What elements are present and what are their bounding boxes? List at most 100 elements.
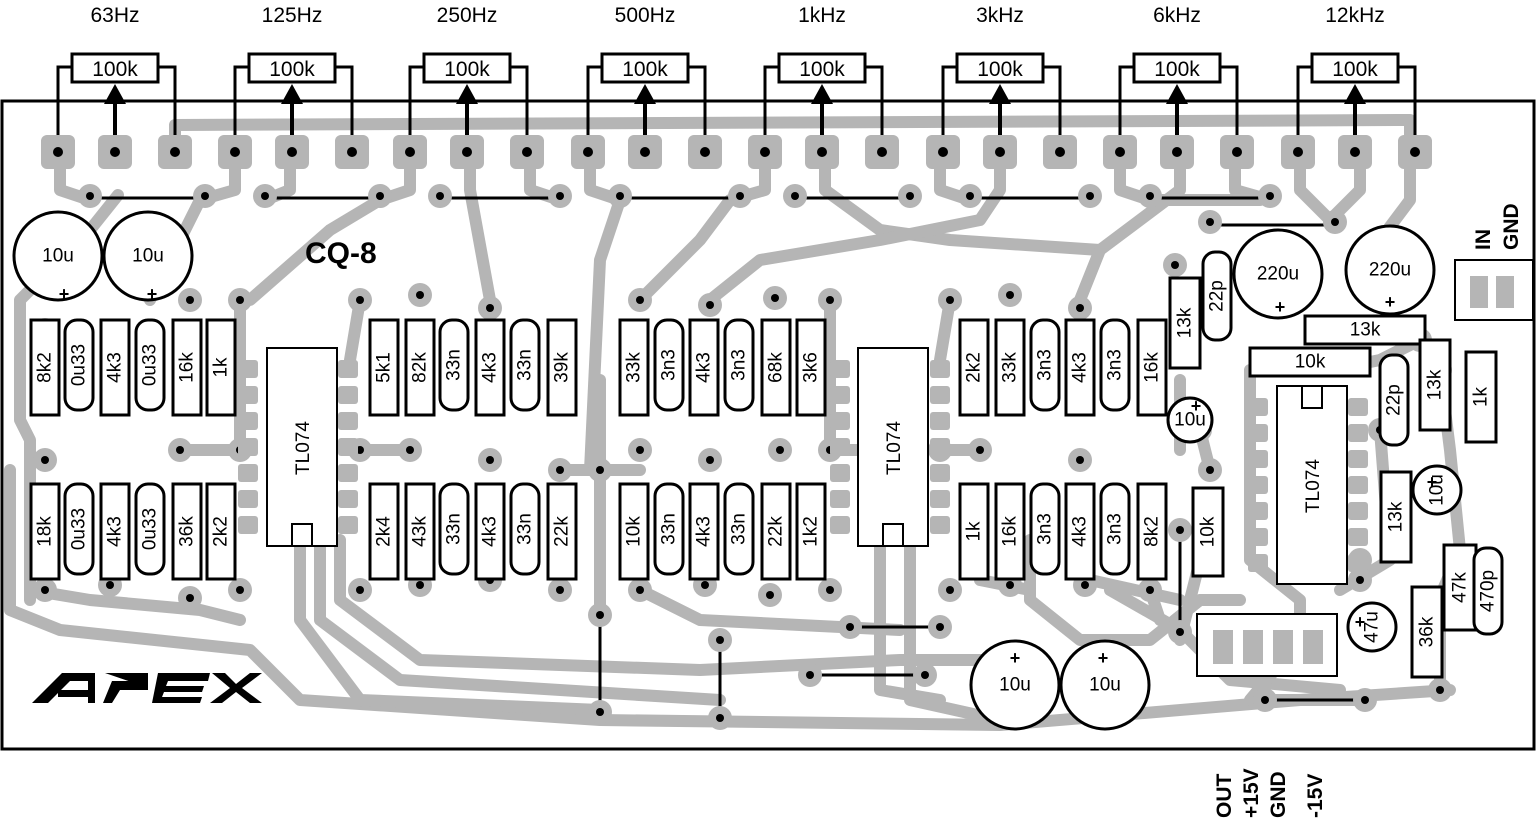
ic-left-label: TL074 bbox=[293, 421, 314, 475]
component-bottom_row_2-3: 4k3 bbox=[474, 482, 506, 581]
ic-pin-pad bbox=[238, 490, 258, 508]
c-22p-a: 22p bbox=[1201, 250, 1233, 342]
component-bottom_row_4-1: 16k bbox=[994, 482, 1026, 581]
pot-value: 100k bbox=[977, 58, 1023, 81]
component-top_row_2-0: 5k1 bbox=[368, 318, 400, 417]
component-bottom_row_1-3-label: 0u33 bbox=[140, 508, 161, 550]
ic-pin-pad bbox=[338, 490, 358, 508]
ic-pin-pad bbox=[930, 412, 950, 430]
r-10k-a-label: 10k bbox=[1295, 352, 1326, 373]
r-36k: 36k bbox=[1410, 585, 1444, 679]
component-bottom_row_1-1: 0u33 bbox=[63, 482, 95, 576]
ic-pin-pad bbox=[1348, 502, 1368, 520]
band-label: 6kHz bbox=[1153, 4, 1201, 27]
r-13k-d-label: 13k bbox=[1386, 501, 1407, 532]
power-connector: OUT +15V GND -15V bbox=[1196, 613, 1338, 819]
cap-220u-a: 220u + bbox=[1232, 228, 1324, 320]
component-bottom_row_1-2: 4k3 bbox=[99, 482, 131, 581]
component-bottom_row_1-5: 2k2 bbox=[205, 482, 237, 581]
ic-pin-pad bbox=[830, 412, 850, 430]
ic-pin-pad bbox=[238, 516, 258, 534]
ic-pin-pad bbox=[1248, 502, 1268, 520]
minus15-label: -15V bbox=[1304, 774, 1327, 818]
component-bottom_row_1-3: 0u33 bbox=[134, 482, 166, 576]
r-13k-a: 13k bbox=[1168, 276, 1202, 370]
pot-value: 100k bbox=[1332, 58, 1378, 81]
ic-pin-pad bbox=[238, 360, 258, 378]
pot-value: 100k bbox=[444, 58, 490, 81]
component-bottom_row_2-1: 43k bbox=[404, 482, 436, 581]
component-bottom_row_3-4: 22k bbox=[760, 482, 792, 581]
cap-10u-a-label: 10u bbox=[42, 246, 74, 267]
band-label: 3kHz bbox=[976, 4, 1024, 27]
cap-220u-a-label: 220u bbox=[1257, 264, 1299, 285]
component-top_row_3-2: 4k3 bbox=[688, 318, 720, 417]
cap-220u-b-label: 220u bbox=[1369, 260, 1411, 281]
band-label: 125Hz bbox=[262, 4, 323, 27]
component-bottom_row_1-4-label: 36k bbox=[177, 516, 198, 547]
component-top_row_1-3-label: 0u33 bbox=[140, 344, 161, 386]
cap-10u-e: 10u+ bbox=[1166, 396, 1214, 444]
polarity-mark: + bbox=[1275, 297, 1286, 317]
cap-10u-e-label: 10u bbox=[1174, 410, 1206, 431]
r-47k-label: 47k bbox=[1450, 572, 1471, 603]
component-top_row_3-2-label: 4k3 bbox=[694, 352, 715, 383]
cap-47u: 47u+ bbox=[1346, 601, 1398, 653]
component-top_row_2-5: 39k bbox=[546, 318, 578, 417]
ic-pin-pad bbox=[930, 464, 950, 482]
pot-value: 100k bbox=[269, 58, 315, 81]
plus15-label: +15V bbox=[1240, 768, 1263, 818]
component-top_row_1-1: 0u33 bbox=[63, 318, 95, 412]
c-22p-b-label: 22p bbox=[1384, 384, 1405, 416]
ic-pin-pad bbox=[1248, 424, 1268, 442]
out-label: OUT bbox=[1213, 774, 1236, 819]
component-bottom_row_1-4: 36k bbox=[171, 482, 203, 581]
component-top_row_4-3-label: 4k3 bbox=[1070, 352, 1091, 383]
solder-pads bbox=[33, 135, 1452, 730]
ic-pin-pad bbox=[238, 386, 258, 404]
r-13k-b-label: 13k bbox=[1350, 320, 1381, 341]
c-22p-b: 22p bbox=[1378, 353, 1410, 447]
component-bottom_row_2-5: 22k bbox=[546, 482, 578, 581]
ic-pin-pad bbox=[830, 360, 850, 378]
band-label: 500Hz bbox=[615, 4, 676, 27]
polarity-mark: + bbox=[1191, 396, 1202, 416]
component-bottom_row_3-4-label: 22k bbox=[766, 516, 787, 547]
component-top_row_1-5-label: 1k bbox=[211, 357, 232, 378]
component-bottom_row_4-0: 1k bbox=[958, 482, 990, 581]
component-bottom_row_1-0-label: 18k bbox=[35, 516, 56, 547]
ic-right: TL074 bbox=[1276, 385, 1348, 585]
component-bottom_row_2-5-label: 22k bbox=[552, 516, 573, 547]
ic-pin-pad bbox=[930, 386, 950, 404]
polarity-mark: + bbox=[1427, 472, 1438, 492]
component-top_row_1-0-label: 8k2 bbox=[35, 352, 56, 383]
polarity-mark: + bbox=[1355, 612, 1366, 632]
component-bottom_row_1-0: 18k bbox=[29, 482, 61, 581]
component-top_row_4-1: 33k bbox=[994, 318, 1026, 417]
component-bottom_row_1-5-label: 2k2 bbox=[211, 516, 232, 547]
component-top_row_1-2-label: 4k3 bbox=[105, 352, 126, 383]
jumper-wires bbox=[90, 196, 1365, 718]
ic-pin-pad bbox=[338, 516, 358, 534]
ic-pin-pad bbox=[1348, 554, 1368, 572]
component-top_row_2-4: 33n bbox=[509, 318, 541, 412]
component-bottom_row_2-1-label: 43k bbox=[410, 516, 431, 547]
cap-10u-c: 10u+ bbox=[969, 639, 1061, 731]
component-top_row_3-4-label: 68k bbox=[766, 352, 787, 383]
component-bottom_row_3-1: 33n bbox=[653, 482, 685, 576]
component-bottom_row_2-2: 33n bbox=[438, 482, 470, 576]
ic-pin-pad bbox=[1348, 450, 1368, 468]
polarity-mark: + bbox=[1098, 648, 1109, 668]
component-bottom_row_2-0-label: 2k4 bbox=[374, 516, 395, 547]
ic-pin-pad bbox=[238, 412, 258, 430]
cap-10u-f-label: 10u bbox=[1427, 474, 1448, 506]
pot-value: 100k bbox=[1154, 58, 1200, 81]
component-top_row_3-0: 33k bbox=[618, 318, 650, 417]
component-bottom_row_4-3: 4k3 bbox=[1064, 482, 1096, 581]
